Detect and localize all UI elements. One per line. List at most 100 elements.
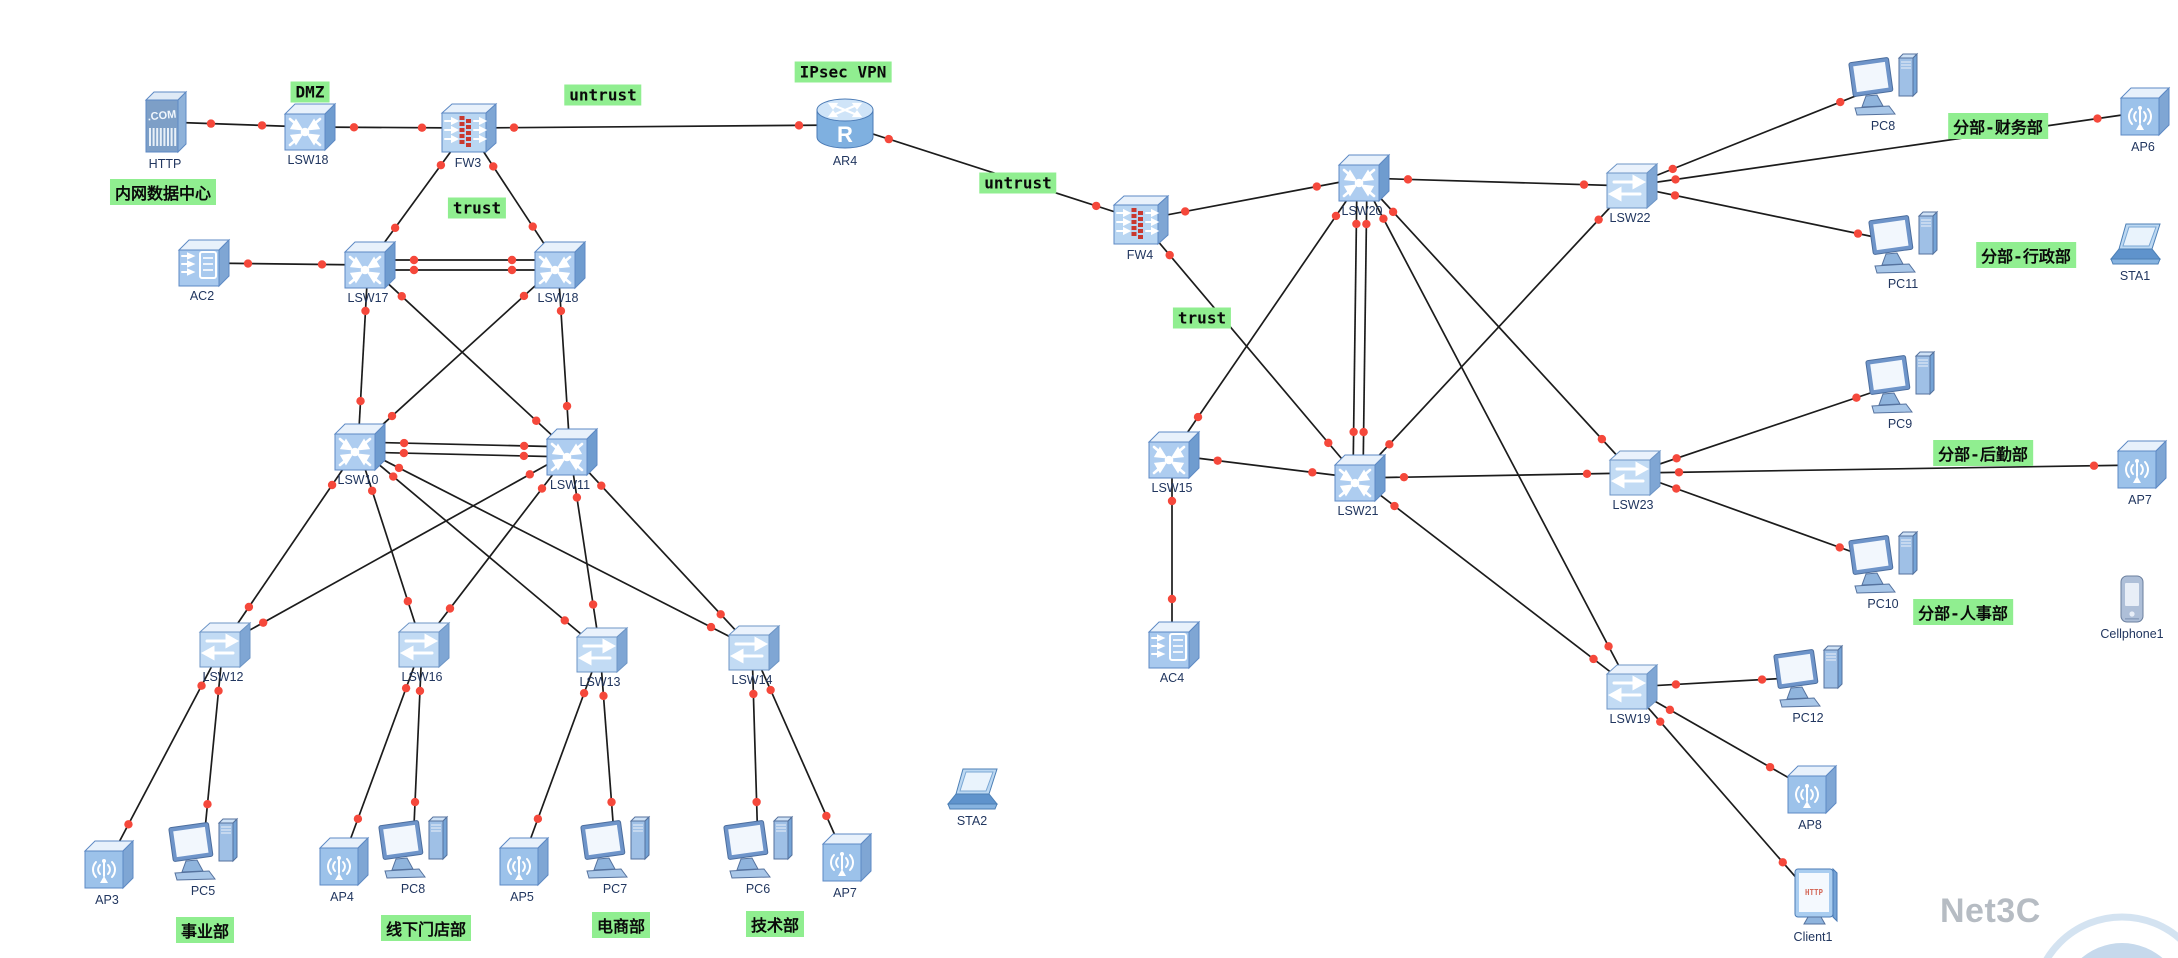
link-line[interactable]	[1139, 177, 1363, 221]
link-endpoint-dot	[1582, 469, 1592, 479]
link-line[interactable]	[222, 446, 359, 646]
link-endpoint-dot	[1670, 191, 1680, 200]
link-line[interactable]	[1357, 185, 1631, 479]
link-line[interactable]	[421, 451, 571, 646]
zone-label[interactable]: 内网数据中心	[109, 179, 217, 205]
node-lsw18d[interactable]: LSW18	[279, 102, 337, 167]
link-line[interactable]	[357, 446, 423, 646]
node-cellphone1[interactable]: Cellphone1	[2100, 574, 2164, 641]
link-line[interactable]	[1361, 177, 1631, 187]
node-pc5[interactable]: PC5	[163, 817, 243, 898]
link-line[interactable]	[467, 124, 846, 129]
node-pc10[interactable]: PC10	[1843, 530, 1923, 611]
l2-switch-icon	[198, 621, 252, 669]
link-line[interactable]	[357, 446, 601, 651]
node-pc8l[interactable]: PC8	[373, 815, 453, 896]
node-lsw21[interactable]: LSW21	[1329, 453, 1387, 518]
node-lsw13[interactable]: LSW13	[571, 626, 629, 689]
zone-label[interactable]: untrust	[564, 84, 642, 106]
node-pc7[interactable]: PC7	[575, 815, 655, 896]
node-ap5[interactable]: AP5	[494, 835, 550, 904]
node-client1[interactable]: HTTP Client1	[1783, 865, 1843, 944]
node-ap7l[interactable]: AP7	[817, 831, 873, 900]
link-line[interactable]	[357, 446, 753, 649]
zone-label[interactable]: 分部-后勤部	[1933, 440, 2033, 466]
node-sta1[interactable]: STA1	[2106, 222, 2164, 283]
node-lsw11[interactable]: LSW11	[541, 427, 599, 492]
node-lsw14[interactable]: LSW14	[723, 624, 781, 687]
node-lsw19[interactable]: LSW19	[1601, 663, 1659, 726]
link-line[interactable]	[1139, 219, 1359, 479]
node-http1[interactable]: .COM HTTP	[138, 88, 192, 171]
node-ap7r[interactable]: AP7	[2112, 438, 2168, 507]
l2-switch-icon	[1605, 162, 1659, 210]
zone-label[interactable]: untrust	[979, 172, 1057, 194]
zone-label[interactable]: 分部-财务部	[1948, 113, 2048, 139]
zone-label[interactable]: 分部-人事部	[1913, 599, 2013, 625]
node-pc6[interactable]: PC6	[718, 815, 798, 896]
link-line[interactable]	[1629, 686, 1811, 791]
node-lsw17[interactable]: LSW17	[339, 240, 397, 305]
link-endpoint-dot	[1589, 654, 1598, 664]
zone-label[interactable]: 线下门店部	[380, 915, 472, 941]
zone-label[interactable]: 技术部	[745, 911, 805, 937]
node-ap8[interactable]: AP8	[1782, 763, 1838, 832]
link-line[interactable]	[751, 647, 846, 859]
link-line[interactable]	[599, 649, 616, 849]
node-lsw12[interactable]: LSW12	[194, 621, 252, 684]
node-lsw10[interactable]: LSW10	[329, 422, 387, 487]
link-line[interactable]	[341, 644, 423, 863]
link-line[interactable]	[1629, 111, 2144, 187]
node-fw3[interactable]: FW3	[436, 101, 500, 170]
node-pc9[interactable]: PC9	[1860, 350, 1940, 431]
zone-label[interactable]: trust	[1172, 307, 1232, 329]
link-line[interactable]	[521, 649, 601, 863]
link-endpoint-dot	[706, 622, 716, 632]
link-line[interactable]	[222, 451, 571, 646]
zone-label[interactable]: trust	[447, 197, 507, 219]
link-line[interactable]	[358, 441, 571, 448]
zone-label[interactable]: 分部-行政部	[1976, 242, 2076, 268]
link-line[interactable]	[202, 644, 224, 851]
node-ap6[interactable]: AP6	[2115, 85, 2171, 154]
link-line[interactable]	[357, 264, 369, 448]
zone-label[interactable]: DMZ	[290, 81, 330, 103]
link-line[interactable]	[1171, 177, 1363, 456]
link-line[interactable]	[357, 451, 570, 458]
node-pc8r[interactable]: PC8	[1843, 52, 1923, 133]
node-ac4[interactable]: AC4	[1143, 620, 1201, 685]
link-line[interactable]	[1171, 454, 1359, 479]
link-line[interactable]	[569, 451, 753, 649]
node-ap4[interactable]: AP4	[314, 835, 370, 904]
zone-label[interactable]: 电商部	[591, 912, 651, 938]
node-lsw15[interactable]: LSW15	[1143, 430, 1201, 495]
node-fw4[interactable]: FW4	[1108, 193, 1172, 262]
link-line[interactable]	[106, 644, 224, 866]
node-pc12[interactable]: PC12	[1768, 644, 1848, 725]
node-lsw22[interactable]: LSW22	[1601, 162, 1659, 225]
link-line[interactable]	[1357, 477, 1631, 688]
link-line[interactable]	[1357, 472, 1634, 479]
link-line[interactable]	[1632, 464, 2141, 474]
node-lsw23[interactable]: LSW23	[1604, 449, 1662, 512]
link-line[interactable]	[1361, 177, 1634, 474]
link-line[interactable]	[751, 647, 759, 849]
link-endpoint-dot	[1668, 164, 1677, 174]
link-line[interactable]	[412, 644, 423, 849]
node-ac2[interactable]: AC2	[173, 238, 231, 303]
node-lsw18[interactable]: LSW18	[529, 240, 587, 305]
node-sta2[interactable]: STA2	[943, 767, 1001, 828]
node-lsw20[interactable]: LSW20	[1333, 153, 1391, 218]
link-line[interactable]	[557, 264, 571, 453]
link-endpoint-dot	[1167, 594, 1177, 604]
node-lsw16[interactable]: LSW16	[393, 621, 451, 684]
link-line[interactable]	[164, 121, 309, 128]
link-line[interactable]	[569, 451, 601, 651]
node-ap3[interactable]: AP3	[79, 838, 135, 907]
zone-label[interactable]: IPsec VPN	[794, 61, 892, 83]
link-line[interactable]	[1361, 177, 1631, 688]
zone-label[interactable]: 事业部	[175, 917, 235, 943]
node-pc11[interactable]: PC11	[1863, 210, 1943, 291]
link-line[interactable]	[201, 262, 369, 266]
